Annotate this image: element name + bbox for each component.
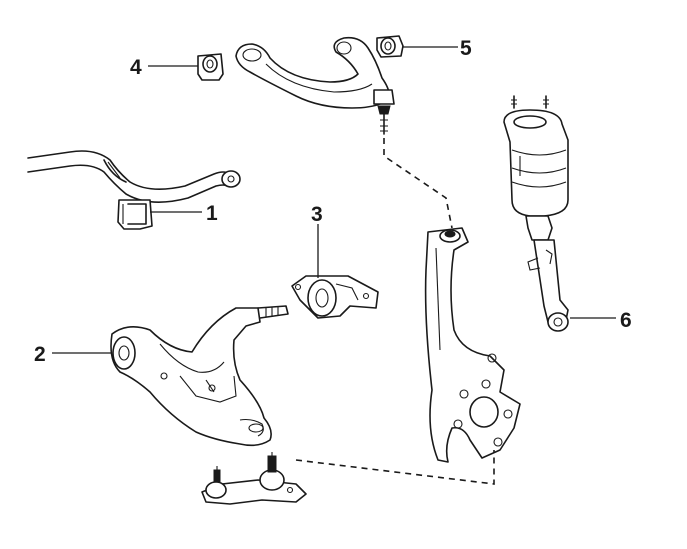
upper-control-arm	[235, 36, 395, 135]
upper-arm-rear-bushing	[376, 35, 458, 58]
steering-knuckle	[424, 227, 521, 463]
air-suspension-strut	[503, 95, 616, 332]
callout-3-label: 3	[311, 203, 323, 226]
stabilizer-bushing	[117, 199, 202, 230]
lower-joint-dashed-line	[295, 450, 495, 485]
upper-arm-front-bushing	[148, 53, 224, 81]
lower-arm-rear-bushing	[291, 224, 379, 319]
lower-control-arm	[52, 305, 289, 447]
callout-2-label: 2	[34, 343, 46, 366]
callout-5-label: 5	[460, 37, 472, 60]
lower-ball-joint	[201, 452, 307, 505]
stabilizer-bar	[27, 150, 241, 203]
callout-4-label: 4	[130, 56, 142, 79]
callout-1-label: 1	[206, 202, 218, 225]
upper-joint-dashed-line	[383, 138, 453, 229]
callout-6-label: 6	[620, 309, 632, 332]
